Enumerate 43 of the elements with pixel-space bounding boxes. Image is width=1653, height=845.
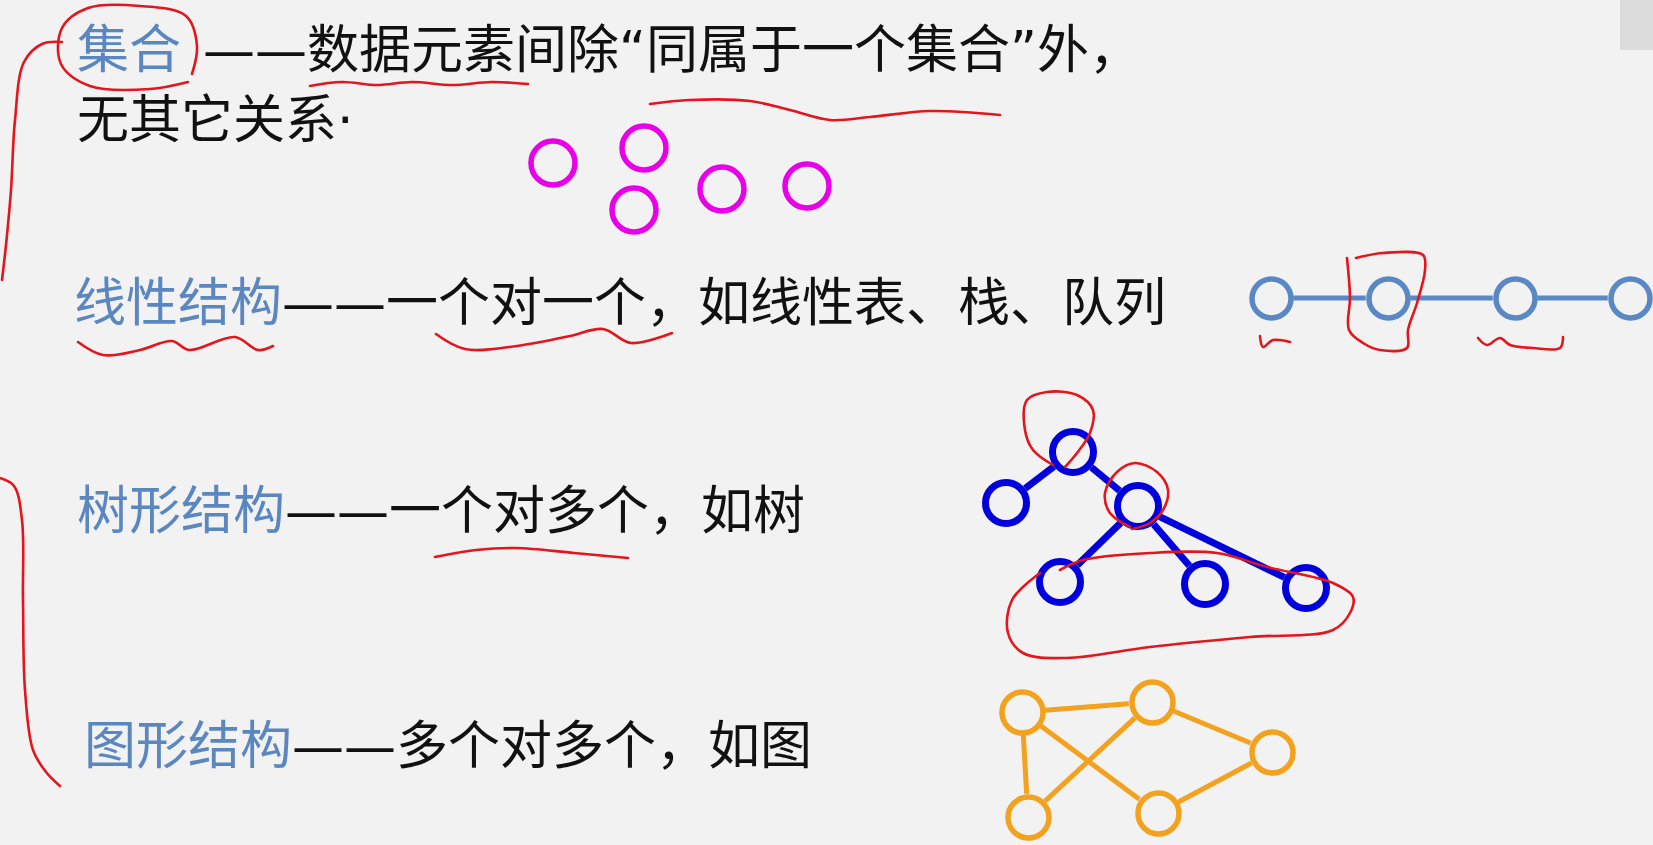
structure-term: 树形结构 bbox=[77, 482, 285, 540]
definition-text: ——一个对多个，如树 bbox=[285, 482, 805, 540]
structure-term: 图形结构 bbox=[84, 717, 292, 775]
connector-line bbox=[1177, 760, 1253, 805]
circle-node bbox=[1247, 727, 1297, 777]
structure-term: 集合 bbox=[77, 23, 181, 76]
circle-node bbox=[781, 160, 833, 212]
connector-line bbox=[1089, 464, 1122, 494]
circle-node bbox=[1247, 274, 1295, 322]
connector-line bbox=[1537, 295, 1608, 301]
circle-node bbox=[696, 163, 748, 215]
connector-line bbox=[1172, 708, 1252, 746]
connector-line bbox=[1023, 463, 1056, 492]
connector-line bbox=[1045, 701, 1129, 713]
circle-node bbox=[1113, 481, 1163, 531]
circle-node bbox=[1491, 274, 1539, 322]
definition-text: 无其它关系· bbox=[77, 93, 354, 146]
connector-line bbox=[1020, 735, 1030, 794]
circle-node bbox=[1180, 559, 1230, 609]
circle-node bbox=[618, 122, 670, 174]
circle-node bbox=[981, 478, 1031, 528]
circle-node bbox=[1281, 563, 1331, 613]
definition-text: ——一个对一个，如线性表、栈、队列 bbox=[282, 275, 1166, 332]
definition-text: ——数据元素间除“同属于一个集合”外， bbox=[203, 23, 1141, 76]
connector-line bbox=[1043, 715, 1137, 804]
connector-line bbox=[1293, 295, 1366, 301]
connector-line bbox=[1151, 521, 1192, 569]
circle-node bbox=[997, 687, 1047, 737]
connector-line bbox=[1410, 295, 1493, 301]
definition-text: ——多个对多个，如图 bbox=[292, 717, 812, 775]
circle-node bbox=[1133, 788, 1183, 838]
connector-line bbox=[1039, 723, 1141, 802]
connector-line bbox=[1074, 520, 1124, 568]
circle-node bbox=[1035, 557, 1085, 607]
circle-node bbox=[527, 137, 579, 189]
connector-line bbox=[1158, 513, 1286, 581]
structure-term: 线性结构 bbox=[74, 275, 282, 332]
circle-node bbox=[608, 184, 660, 236]
circle-node bbox=[1364, 274, 1412, 322]
circle-node bbox=[1048, 427, 1098, 477]
circle-node bbox=[1127, 677, 1177, 727]
circle-node bbox=[1606, 274, 1653, 322]
circle-node bbox=[1003, 792, 1053, 842]
